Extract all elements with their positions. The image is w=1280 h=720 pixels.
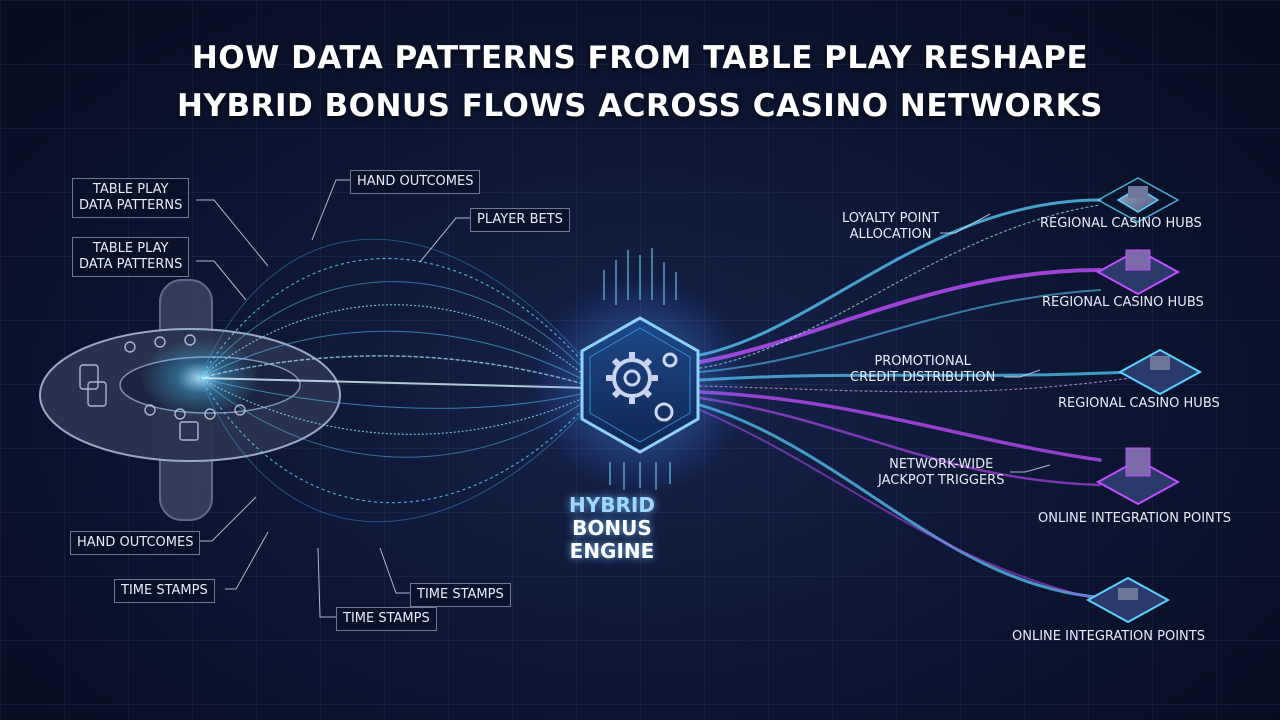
label-line: NETWORK-WIDE xyxy=(889,457,994,472)
label-line: ALLOCATION xyxy=(849,227,932,242)
label-online-1: ONLINE INTEGRATION POINTS xyxy=(1038,511,1231,526)
label-hand-outcomes-bottom: HAND OUTCOMES xyxy=(70,531,201,555)
label-time-stamps-mid: TIME STAMPS xyxy=(336,607,437,631)
destination-node-hub1 xyxy=(1096,177,1180,223)
engine-hexagon xyxy=(530,248,750,495)
gear-icon xyxy=(606,352,678,422)
engine-line-3: ENGINE xyxy=(569,539,655,563)
label-line: CREDIT DISTRIBUTION xyxy=(850,370,996,385)
label-line: LOYALTY POINT xyxy=(842,211,940,226)
label-line: DATA PATTERNS xyxy=(79,257,183,272)
label-hub-1: REGIONAL CASINO HUBS xyxy=(1040,216,1202,231)
label-hub-2: REGIONAL CASINO HUBS xyxy=(1042,295,1204,310)
label-line: PROMOTIONAL xyxy=(874,354,971,369)
destination-node-online1 xyxy=(1095,447,1181,506)
engine-line-2: BONUS xyxy=(572,516,652,540)
title-line-2: HYBRID BONUS FLOWS ACROSS CASINO NETWORK… xyxy=(177,88,1103,124)
callout-lines xyxy=(196,179,1051,618)
label-table-play-1: TABLE PLAY DATA PATTERNS xyxy=(72,178,190,218)
destination-node-hub3 xyxy=(1117,348,1203,396)
output-streams xyxy=(698,198,1132,601)
page-title: HOW DATA PATTERNS FROM TABLE PLAY RESHAP… xyxy=(0,34,1280,130)
title-line-1: HOW DATA PATTERNS FROM TABLE PLAY RESHAP… xyxy=(191,40,1089,76)
card-table xyxy=(39,279,341,521)
destination-node-online2 xyxy=(1085,576,1171,624)
label-line: JACKPOT TRIGGERS xyxy=(878,473,1005,488)
label-line: DATA PATTERNS xyxy=(79,198,183,213)
label-time-stamps-right: TIME STAMPS xyxy=(410,583,511,607)
label-hand-outcomes-top: HAND OUTCOMES xyxy=(350,170,481,194)
label-online-2: ONLINE INTEGRATION POINTS xyxy=(1012,629,1205,644)
label-network-jackpot: NETWORK-WIDE JACKPOT TRIGGERS xyxy=(878,457,1004,489)
engine-line-1: HYBRID xyxy=(569,493,655,517)
engine-label: HYBRID BONUS ENGINE xyxy=(560,494,664,563)
destination-node-hub2 xyxy=(1095,248,1181,296)
label-time-stamps-left: TIME STAMPS xyxy=(114,579,215,603)
label-loyalty-point-allocation: LOYALTY POINT ALLOCATION xyxy=(842,211,939,243)
label-line: TABLE PLAY xyxy=(92,182,169,197)
label-table-play-2: TABLE PLAY DATA PATTERNS xyxy=(72,237,190,277)
label-hub-3: REGIONAL CASINO HUBS xyxy=(1058,396,1220,411)
label-player-bets: PLAYER BETS xyxy=(470,208,570,232)
label-promotional-credit: PROMOTIONAL CREDIT DISTRIBUTION xyxy=(850,354,995,386)
label-line: TABLE PLAY xyxy=(92,241,169,256)
